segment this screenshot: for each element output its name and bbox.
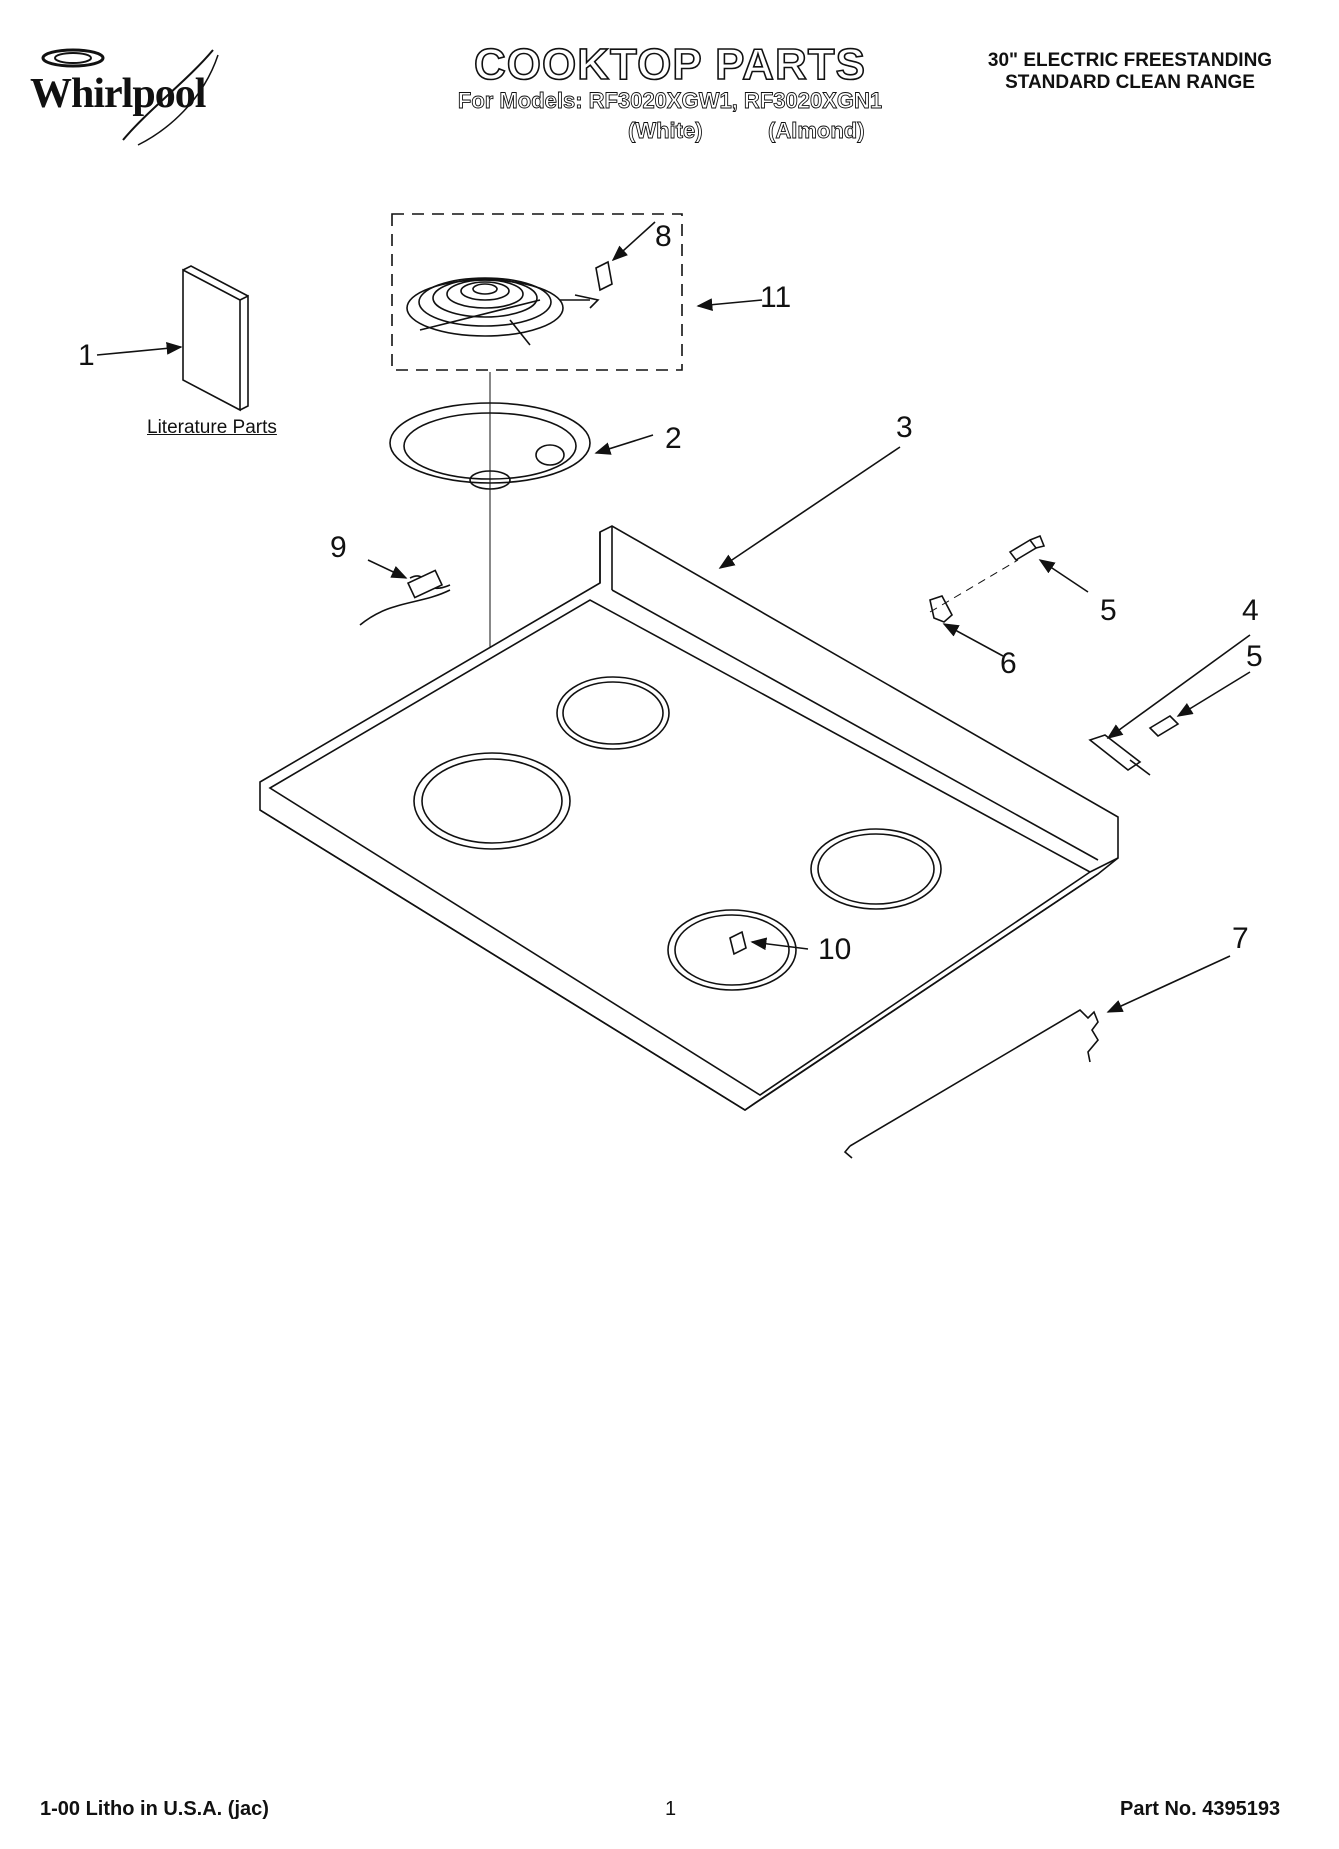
terminal-block-small [595,260,613,292]
callout-3: 3 [896,411,913,444]
callout-5-upper: 5 [1100,594,1117,627]
callout-2: 2 [665,422,682,455]
models-line: For Models: RF3020XGW1, RF3020XGN1 [457,88,883,114]
screw-upper [1008,534,1046,562]
callout-10: 10 [818,933,851,966]
whirlpool-logo: Whirlpool [30,48,219,146]
range-description: 30" ELECTRIC FREESTANDING STANDARD CLEAN… [930,50,1330,94]
callout-5-lower: 5 [1246,640,1263,673]
callout-8: 8 [655,220,672,253]
callout-9: 9 [330,531,347,564]
burner-opening-small-front [667,909,797,991]
drip-bowl [389,402,591,490]
literature-parts-booklet [182,265,249,412]
surface-element-group-box [391,213,683,371]
wire-plug [359,569,451,626]
support-rod [843,1008,1099,1159]
page-title: COOKTOP PARTS [473,39,866,90]
burner-opening-large-rear [810,828,942,910]
range-line-2: STANDARD CLEAN RANGE [1005,72,1255,93]
bracket-part [1088,734,1151,776]
variant-white: (White) [628,118,703,144]
screw-burner [729,930,747,956]
page-number: 1 [665,1798,677,1820]
callout-4: 4 [1242,594,1259,627]
callout-11: 11 [760,281,791,314]
callout-7: 7 [1232,922,1249,955]
variant-almond: (Almond) [768,118,865,144]
callout-6: 6 [1000,647,1017,680]
clip-part [929,559,1019,623]
screw-lower [1148,714,1180,738]
literature-parts-label: Literature Parts [147,417,277,438]
callout-1: 1 [78,339,95,372]
range-line-1: 30" ELECTRIC FREESTANDING [987,50,1273,71]
part-number: Part No. 4395193 [1120,1798,1281,1820]
whirlpool-swirl-icon [41,48,219,146]
litho-info: 1-00 Litho in U.S.A. (jac) [40,1798,269,1820]
burner-opening-small-rear [556,676,670,750]
surface-element-coil [406,277,600,346]
cooktop-main [259,525,1119,1111]
brand-name: Whirlpool [30,71,206,117]
burner-opening-large-front [413,752,571,850]
